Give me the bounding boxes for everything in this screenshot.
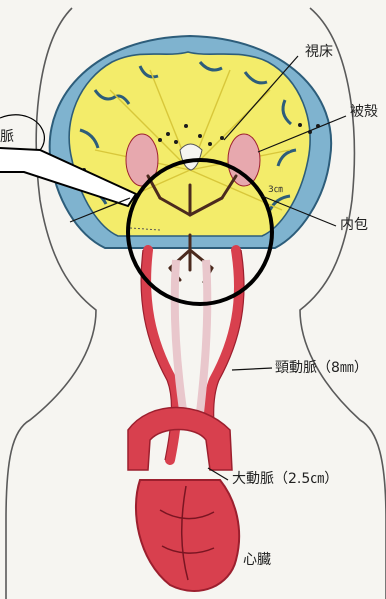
- vertebral-arteries: [175, 260, 208, 430]
- putamen-right: [228, 134, 260, 186]
- label-scale-note: 3㎝: [268, 186, 283, 195]
- label-putamen: 被殻: [350, 105, 378, 119]
- label-carotid: 頸動脈（8㎜）: [275, 361, 368, 375]
- label-heart: 心臓: [243, 553, 271, 567]
- label-internal-capsule: 内包: [340, 218, 368, 232]
- label-thalamus: 視床: [305, 45, 333, 59]
- aortic-arch: [128, 408, 232, 471]
- heart: [136, 480, 239, 591]
- label-aorta: 大動脈（2.5㎝）: [232, 472, 338, 486]
- label-callout-fragment: 脈: [0, 130, 14, 144]
